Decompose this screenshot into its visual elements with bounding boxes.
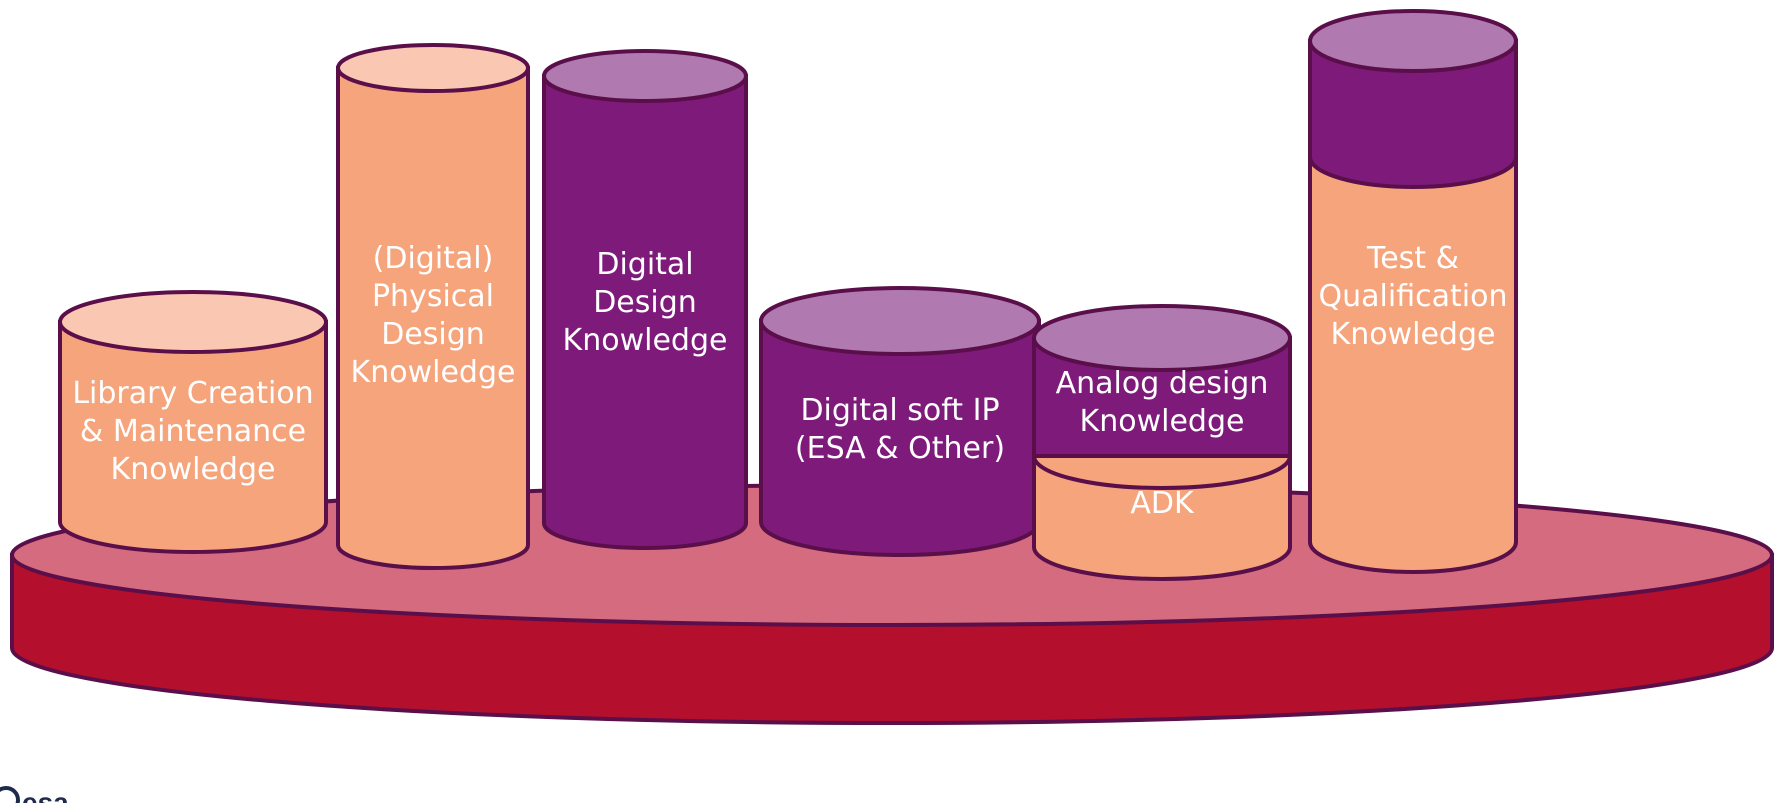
column-label-line: & Maintenance: [80, 414, 306, 449]
column-label-line: Knowledge: [351, 355, 516, 390]
column-label-line: Design: [381, 317, 485, 352]
column-label-line: Analog design: [1056, 366, 1269, 401]
column-label-line: Test &: [1366, 241, 1459, 276]
column-label-line: Digital soft IP: [800, 393, 999, 428]
knowledge-columns: Library Creation& MaintenanceKnowledge(D…: [58, 9, 1518, 581]
column-label-line: (ESA & Other): [795, 431, 1005, 466]
column-label-line: (Digital): [373, 241, 494, 276]
column-label-line: Physical: [372, 279, 494, 314]
column-soft-ip: Digital soft IP(ESA & Other): [759, 286, 1041, 557]
logo-text: esa: [22, 787, 69, 803]
column-label-line: Library Creation: [72, 376, 313, 411]
column-body: [542, 74, 748, 550]
column-top: [336, 43, 530, 93]
column-label-line: Digital: [596, 247, 693, 282]
column-label-line: Design: [593, 285, 697, 320]
column-label-line: Knowledge: [563, 323, 728, 358]
column-upper-band: [1308, 39, 1518, 189]
column-body: [58, 320, 328, 554]
column-lower-body: [1032, 454, 1292, 581]
column-label-line: Knowledge: [1080, 404, 1245, 439]
column-body: [336, 66, 530, 570]
column-top: [542, 49, 748, 103]
column-label-line: Qualification: [1319, 279, 1508, 314]
column-top: [58, 290, 328, 354]
column-split-rim: [1032, 455, 1292, 490]
column-top: [1032, 304, 1292, 372]
base-label: Specific Foundry technology PDK: [529, 720, 1255, 771]
column-label-line: Knowledge: [111, 452, 276, 487]
column-top: [759, 286, 1041, 356]
column-top: [1308, 9, 1518, 73]
column-label-line: Knowledge: [1331, 317, 1496, 352]
column-lower-label: ADK: [1130, 486, 1195, 521]
column-body: [759, 319, 1041, 557]
esa-logo-icon: esa: [0, 786, 69, 803]
